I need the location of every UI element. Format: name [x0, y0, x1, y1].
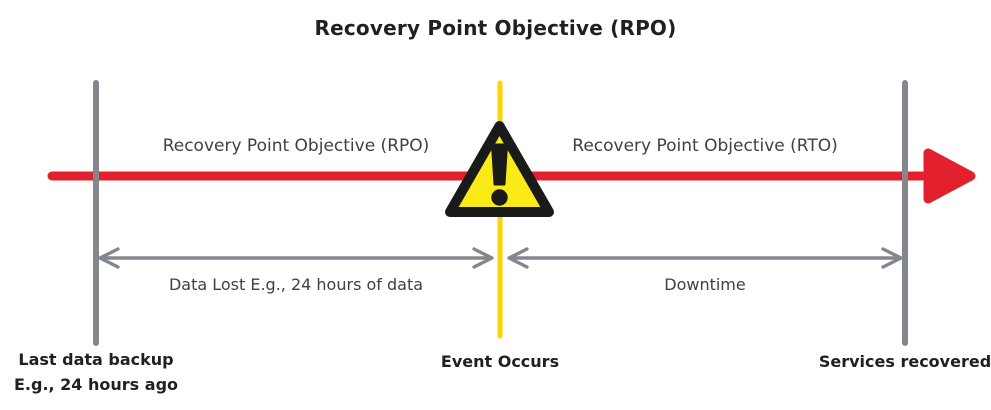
data-lost-span-arrow	[98, 247, 494, 269]
exclamation-bar	[491, 143, 508, 186]
last-backup-line1: Last data backup	[18, 350, 174, 369]
rto-segment-label: Recovery Point Objective (RTO)	[572, 136, 838, 156]
timeline-arrowhead-icon	[923, 148, 976, 204]
arrowhead-left-icon	[98, 247, 120, 269]
data-lost-label: Data Lost E.g., 24 hours of data	[168, 275, 424, 294]
rpo-segment-label: Recovery Point Objective (RPO)	[162, 136, 430, 156]
exclamation-dot	[491, 189, 508, 206]
arrowhead-right-icon	[881, 247, 903, 269]
event-occurs-label: Event Occurs	[440, 352, 560, 371]
arrowhead-right-icon	[472, 247, 494, 269]
warning-triangle-icon	[445, 121, 554, 217]
last-backup-label: Last data backup E.g., 24 hours ago	[6, 347, 186, 397]
arrowhead-left-icon	[507, 247, 529, 269]
services-recovered-label: Services recovered	[818, 352, 991, 371]
last-backup-line2: E.g., 24 hours ago	[13, 375, 179, 394]
downtime-label: Downtime	[664, 275, 746, 294]
downtime-span-arrow	[507, 247, 903, 269]
page-title: Recovery Point Objective (RPO)	[314, 16, 677, 40]
